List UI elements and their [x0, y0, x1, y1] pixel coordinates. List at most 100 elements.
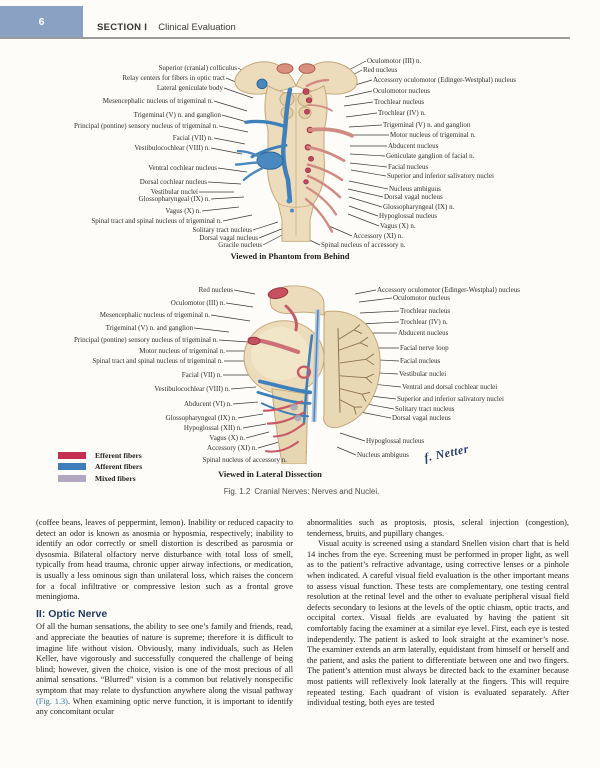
section-title: Clinical Evaluation	[158, 22, 236, 33]
figure-label: Oculomotor (III) n.	[170, 298, 225, 307]
figure-label: Spinal tract and spinal nucleus of trige…	[91, 216, 222, 225]
figure1-leader-lines	[199, 60, 389, 246]
header-divider	[0, 37, 570, 39]
figure-label: Red nucleus	[198, 285, 233, 294]
figure-label: Principal (pontine) sensory nucleus of t…	[73, 335, 218, 344]
figure-label: Ventral and dorsal cochlear nuclei	[402, 382, 498, 391]
figure-label: Glossopharyngeal (IX) n.	[165, 413, 237, 422]
figure-label: Lateral geniculate body	[156, 83, 223, 92]
figure-label: Facial nucleus	[400, 356, 441, 365]
legend-row-afferent: Afferent fibers	[58, 461, 142, 472]
figure-label: Trochlear (IV) n.	[378, 108, 426, 117]
brainstem-posterior-illustration	[234, 61, 358, 242]
afferent-swatch	[58, 463, 86, 471]
figure-label: Facial (VII) n.	[181, 370, 222, 379]
figure-label: Gracile nucleus	[218, 240, 262, 249]
figure-label: Hypoglossal nucleus	[366, 436, 425, 445]
figure-label: Nucleus ambiguus	[389, 184, 441, 193]
figure-label: Mesencephalic nucleus of trigeminal n.	[102, 96, 213, 105]
figure-label: Mesencephalic nucleus of trigeminal n.	[99, 310, 210, 319]
brainstem-lateral-illustration	[243, 285, 381, 464]
figure-label: Dorsal vagal nucleus	[392, 413, 451, 422]
left-text-column: (coffee beans, leaves of peppermint, lem…	[36, 518, 293, 718]
figure-caption-text: Cranial Nerves: Nerves and Nuclei.	[254, 487, 380, 496]
paragraph-optic-intro: Of all the human sensations, the ability…	[36, 622, 293, 717]
figure-label: Spinal nucleus of accessory n.	[321, 240, 406, 249]
figure-label: Oculomotor nucleus	[373, 86, 430, 95]
right-text-column: abnormalities such as proptosis, ptosis,…	[307, 518, 569, 709]
figure2-view-caption: Viewed in Lateral Dissection	[218, 469, 322, 479]
figure-label: Hypoglossal nucleus	[379, 211, 438, 220]
figure-label: Vagus (X) n.	[209, 433, 245, 442]
running-header: SECTION I Clinical Evaluation	[97, 22, 236, 33]
figure-label: Spinal tract and spinal nucleus of trige…	[92, 356, 223, 365]
afferent-label: Afferent fibers	[95, 462, 143, 472]
figure-label: Principal (pontine) sensory nucleus of t…	[73, 121, 218, 130]
figure-label: Solitary tract nucleus	[192, 225, 252, 234]
figure-label: Vestibular nuclei	[150, 187, 198, 196]
page-number: 6	[0, 6, 83, 37]
figure-label: Facial (VII) n.	[172, 133, 213, 142]
paragraph-optic-text-after: . When examining optic nerve function, i…	[36, 696, 293, 717]
figure-label: Abducent nucleus	[398, 328, 449, 337]
figure-label: Superior (cranial) colliculus	[158, 63, 237, 72]
efferent-label: Efferent fibers	[95, 451, 142, 461]
figure-label: Vestibulocochlear (VIII) n.	[134, 143, 210, 152]
figure1-view-caption: Viewed in Phantom from Behind	[230, 251, 350, 261]
figure-label: Geniculate ganglion of facial n.	[386, 151, 475, 160]
figure-label: Nucleus ambiguus	[357, 450, 409, 459]
figure-label: Trochlear nucleus	[374, 97, 425, 106]
figure-label: Trigeminal (V) n. and ganglion	[383, 120, 471, 129]
figure-label: Vagus (X) n.	[380, 221, 416, 230]
legend-row-efferent: Efferent fibers	[58, 450, 142, 461]
figure2-leader-lines	[193, 289, 402, 461]
figure-label: Trigeminal (V) n. and ganglion	[133, 110, 221, 119]
mixed-label: Mixed fibers	[95, 473, 136, 483]
fiber-legend: Efferent fibers Afferent fibers Mixed fi…	[58, 450, 142, 484]
legend-row-mixed: Mixed fibers	[58, 473, 142, 484]
figure-label: Abducent nucleus	[388, 141, 439, 150]
figure-label: Facial nerve loop	[400, 343, 449, 352]
figure-label: Dorsal cochlear nucleus	[139, 177, 207, 186]
figure-label: Trochlear (IV) n.	[400, 317, 448, 326]
section-label: SECTION I	[97, 22, 148, 33]
figure-label: Vagus (X) n.	[165, 206, 201, 215]
figure-label: Glossopharyngeal (IX) n.	[138, 194, 210, 203]
figure-label: Dorsal vagal nucleus	[384, 192, 443, 201]
figure-label: Facial nucleus	[388, 162, 429, 171]
figure-label: Accessory oculomotor (Edinger-Westphal) …	[377, 285, 520, 294]
figure-label: Abducent (VI) n.	[183, 399, 232, 408]
figure-label: Oculomotor (III) n.	[367, 56, 422, 65]
figure-label: Solitary tract nucleus	[395, 404, 455, 413]
figure-label: Hypoglossal (XII) n.	[183, 423, 242, 432]
figure-label: Motor nucleus of trigeminal n.	[139, 346, 225, 355]
figure-label: Glossopharyngeal (IX) n.	[383, 202, 455, 211]
paragraph-visual-acuity: Visual acuity is screened using a standa…	[307, 539, 569, 708]
figure-label: Spinal nucleus of accessory n.	[202, 455, 287, 464]
figure-label: Superior and inferior salivatory nuclei	[387, 171, 494, 180]
figure-label: Dorsal vagal nucleus	[199, 233, 258, 242]
paragraph-optic-text-before: Of all the human sensations, the ability…	[36, 622, 293, 695]
figure-label: Ventral cochlear nucleus	[148, 163, 217, 172]
figure-label: Vestibulocochlear (VIII) n.	[154, 384, 230, 393]
figure-label: Trigeminal (V) n. and ganglion	[105, 323, 193, 332]
figure-label: Accessory oculomotor (Edinger-Westphal) …	[373, 75, 516, 84]
figure-label: Motor nucleus of trigeminal n.	[390, 130, 476, 139]
figure-label: Vestibular nuclei	[399, 369, 447, 378]
mixed-swatch	[58, 474, 86, 482]
efferent-swatch	[58, 452, 86, 460]
paragraph-abnormalities: abnormalities such as proptosis, ptosis,…	[307, 518, 569, 538]
figure-label: Accessory (XI) n.	[353, 231, 403, 240]
figure-label: Oculomotor nucleus	[393, 293, 450, 302]
figure-caption-number: Fig. 1.2	[223, 487, 251, 496]
paragraph-olfactory: (coffee beans, leaves of peppermint, lem…	[36, 518, 293, 602]
figure-label: Superior and inferior salivatory nuclei	[397, 394, 504, 403]
fig-1-3-reference[interactable]: (Fig. 1.3)	[36, 696, 68, 706]
optic-nerve-heading: II: Optic Nerve	[36, 607, 108, 620]
figure-label: Relay centers for fibers in optic tract	[122, 73, 225, 82]
figure-label: Accessory (XI) n.	[207, 443, 257, 452]
figure-label: Red nucleus	[363, 65, 398, 74]
